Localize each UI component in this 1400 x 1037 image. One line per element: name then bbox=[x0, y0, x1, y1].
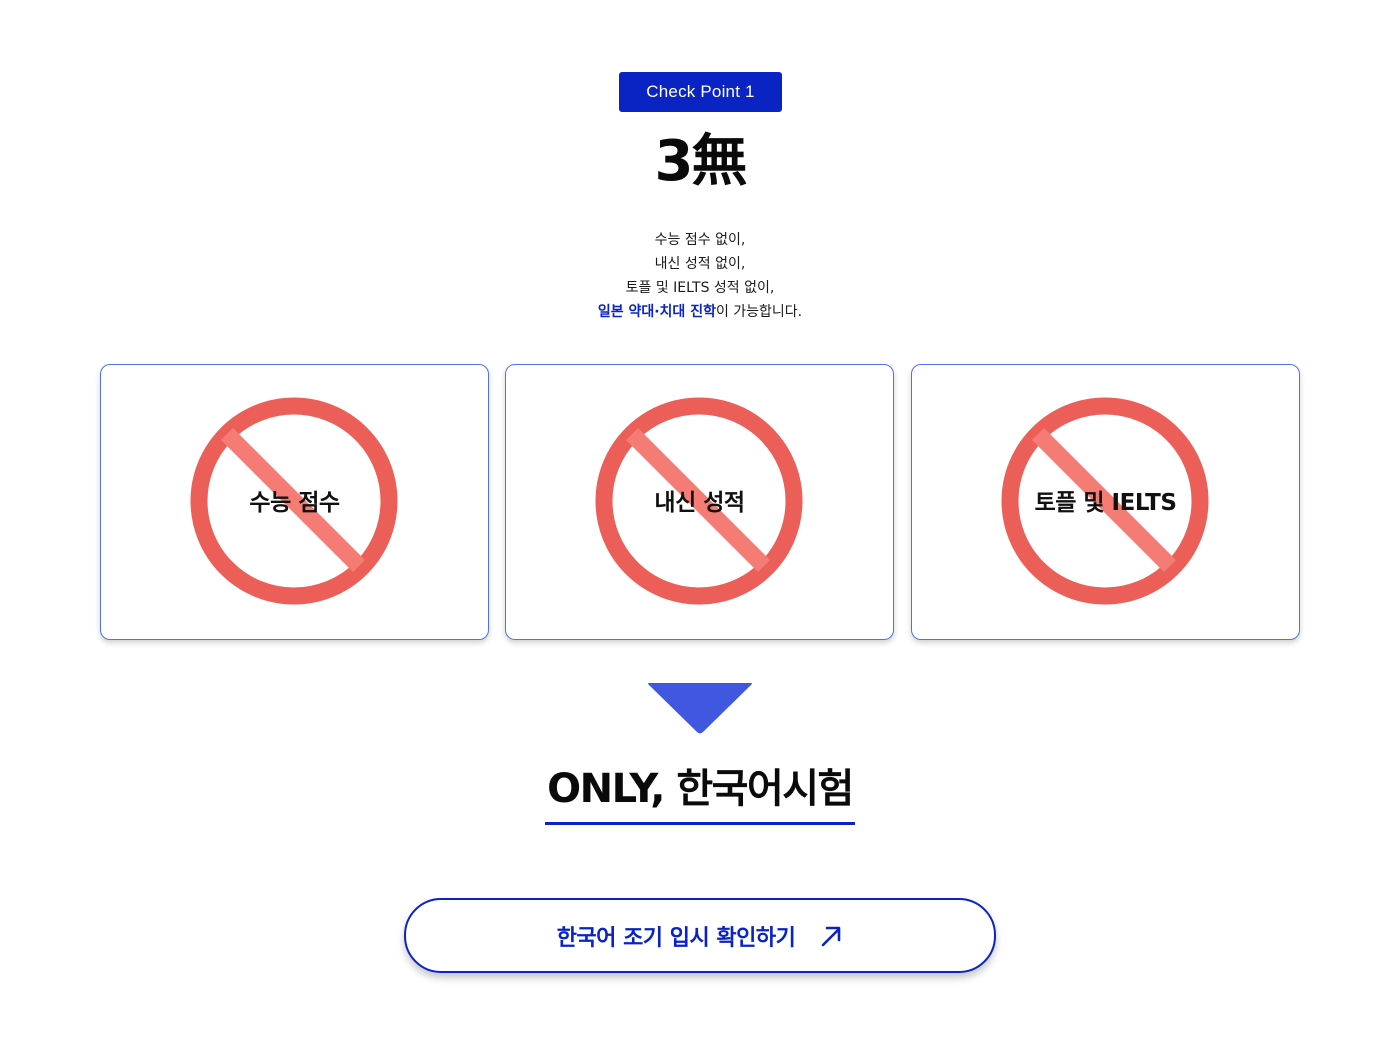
card-suneung-score: 수능 점수 bbox=[100, 364, 489, 640]
arrow-up-right-icon bbox=[819, 924, 843, 948]
description-highlight: 일본 약대·치대 진학 bbox=[597, 304, 716, 320]
description-line: 내신 성적 없이, bbox=[654, 256, 746, 272]
result-title-underline bbox=[545, 822, 855, 825]
card-label: 토플 및 IELTS bbox=[1034, 490, 1177, 516]
card-label: 수능 점수 bbox=[249, 490, 340, 516]
description: 수능 점수 없이, 내신 성적 없이, 토플 및 IELTS 성적 없이, 일본… bbox=[0, 228, 1400, 324]
check-point-badge: Check Point 1 bbox=[619, 72, 782, 112]
cta-label: 한국어 조기 입시 확인하기 bbox=[556, 925, 796, 951]
card-label: 내신 성적 bbox=[654, 490, 745, 516]
arrow-down-icon bbox=[648, 683, 752, 734]
result-title: ONLY, 한국어시험 bbox=[547, 766, 854, 812]
prohibited-icon bbox=[595, 397, 803, 605]
korean-exam-check-button[interactable]: 한국어 조기 입시 확인하기 bbox=[404, 898, 996, 973]
requirement-cards: 수능 점수 내신 성적 토플 및 IELTS bbox=[100, 364, 1300, 640]
prohibited-icon bbox=[1001, 397, 1209, 605]
description-rest: 이 가능합니다. bbox=[715, 304, 803, 320]
description-line: 토플 및 IELTS 성적 없이, bbox=[625, 280, 775, 296]
prohibited-icon bbox=[190, 397, 398, 605]
page-title: 3無 bbox=[654, 129, 748, 194]
card-school-grades: 내신 성적 bbox=[505, 364, 894, 640]
card-toefl-ielts: 토플 및 IELTS bbox=[911, 364, 1300, 640]
description-line: 일본 약대·치대 진학이 가능합니다. bbox=[0, 300, 1400, 324]
description-line: 수능 점수 없이, bbox=[654, 232, 746, 248]
